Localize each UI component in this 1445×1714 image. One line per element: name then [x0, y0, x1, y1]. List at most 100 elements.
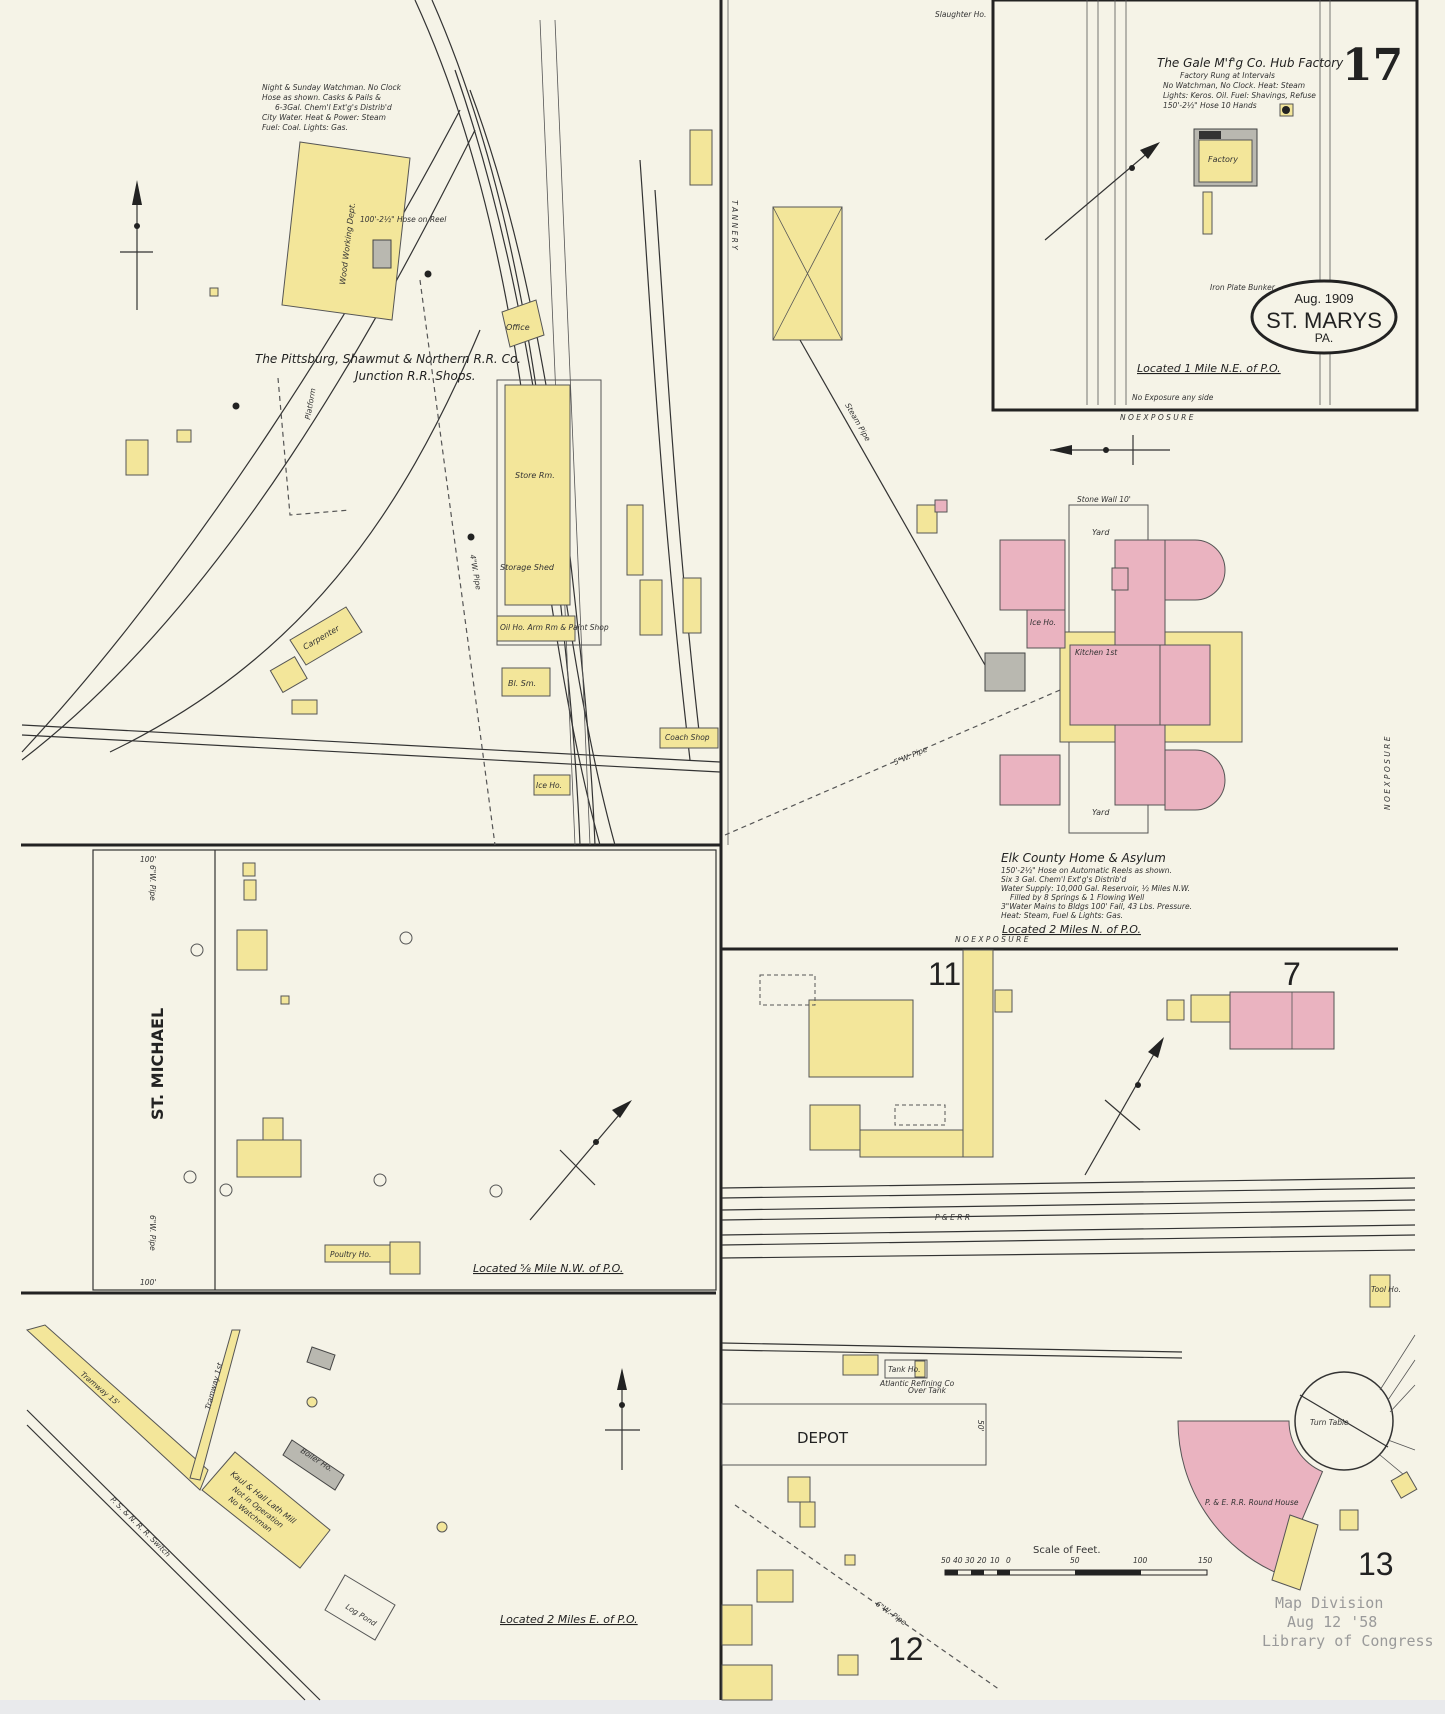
hydrant-icon: [467, 533, 475, 541]
shed-tiny: [209, 287, 219, 297]
small-building: [291, 699, 318, 715]
wood-working-building: [281, 141, 411, 321]
tree-icon: [399, 931, 413, 945]
tree-icon: [190, 943, 204, 957]
gale-factory-section: The Gale M'f'g Co. Hub Factory Factory R…: [935, 0, 1403, 405]
tree-icon: [183, 1170, 197, 1184]
water-pipe: [724, 689, 1061, 836]
slaughter-label: Slaughter Ho.: [935, 10, 986, 19]
atlantic-sub-label: Over Tank: [908, 1386, 947, 1395]
building-11-shed: [859, 1129, 966, 1158]
block-7: 7: [1283, 956, 1301, 992]
dwelling: [721, 1604, 753, 1646]
narrow-shed: [626, 504, 644, 576]
page-number: 17: [1342, 40, 1403, 91]
scale-tick: 20: [977, 1556, 987, 1565]
pittsburg-note-1: Hose as shown. Casks & Pails &: [262, 93, 381, 102]
scale-tick: 30: [965, 1556, 975, 1565]
north-arrow-icon: [120, 180, 153, 310]
shed: [280, 995, 290, 1005]
dwelling: [787, 1476, 811, 1503]
shed: [994, 989, 1013, 1013]
dashed-outline: [894, 1104, 946, 1126]
railroad-tracks: [21, 0, 721, 846]
scale-tick: 100: [1133, 1556, 1148, 1565]
depot-label: DEPOT: [797, 1429, 849, 1447]
yard-top-label: Yard: [1092, 528, 1110, 537]
pittsburg-note-4: Fuel: Coal. Lights: Gas.: [262, 123, 348, 132]
exposure-bottom: N O E X P O S U R E: [955, 935, 1029, 944]
gale-located: Located 1 Mile N.E. of P.O.: [1137, 362, 1281, 375]
tank: [914, 1360, 926, 1378]
blacksmith-label: Bl. Sm.: [508, 679, 536, 688]
small-shed: [1339, 1509, 1359, 1531]
office-label: Office: [506, 323, 530, 332]
scale-tick: 50: [1070, 1556, 1080, 1565]
stamp-line-1: Aug 12 '58: [1287, 1613, 1377, 1631]
platform-outline: [277, 377, 351, 516]
iron-bunker: [1202, 191, 1213, 235]
elk-note-1: Six 3 Gal. Chem'l Ext'g's Distrib'd: [1001, 875, 1127, 884]
elk-note-3: Filled by 8 Springs & 1 Flowing Well: [1010, 893, 1145, 902]
dwelling-top: [689, 129, 713, 186]
yard-bottom-label: Yard: [1092, 808, 1110, 817]
shed: [844, 1554, 856, 1566]
panel-frames: [21, 0, 1419, 1700]
coach-shop: [659, 727, 719, 749]
office-building: [501, 299, 545, 348]
ice-house-elk-label: Ice Ho.: [1030, 618, 1056, 627]
boiler-house: [984, 652, 1026, 692]
wall-label: Stone Wall 10': [1077, 495, 1131, 504]
shed-right: [682, 577, 702, 634]
exposure-side: N O E X P O S U R E: [1383, 736, 1392, 810]
tool-house: [1369, 1274, 1391, 1308]
tramway: [26, 1324, 209, 1491]
gale-factory-label: Factory: [1208, 155, 1238, 164]
exposure-top: N O E X P O S U R E: [1120, 413, 1194, 422]
pipe-bottom: 6"W. Pipe: [148, 1215, 157, 1251]
tree-icon: [489, 1184, 503, 1198]
kitchen-label: Kitchen 1st: [1075, 648, 1118, 657]
shed-outline: [496, 379, 602, 646]
st-michael-section: ST. MICHAEL 100' 100' 6"W. Pipe 6"W. Pip…: [92, 849, 717, 1291]
width-top: 100': [140, 855, 156, 864]
small-shed: [1390, 1471, 1418, 1499]
bunker-label: Iron Plate Bunker: [1210, 283, 1276, 292]
shed: [842, 1354, 879, 1376]
scale-bar: Scale of Feet. 50 40 30 20 10 0 50 100 1…: [941, 1545, 1213, 1576]
elk-county-section: N O E X P O S U R E N O E X P O S U R E …: [724, 0, 1392, 944]
lath-mill-located: Located 2 Miles E. of P.O.: [500, 1613, 638, 1626]
oil-house-label: Oil Ho. Arm Rm & Paint Shop: [500, 623, 609, 632]
pittsburg-subcaption: Junction R.R. Shops.: [353, 369, 476, 383]
scale-tick: 0: [1006, 1556, 1011, 1565]
hydrant-icon: [424, 270, 432, 278]
scale-tick: 40: [953, 1556, 963, 1565]
gale-note-3: 150'-2½" Hose 10 Hands: [1163, 101, 1257, 110]
library-stamp: Map Division Aug 12 '58 Library of Congr…: [1262, 1594, 1434, 1650]
roundhouse-label: P. & E. R.R. Round House: [1205, 1498, 1299, 1507]
north-arrow-icon: [1084, 1037, 1164, 1176]
atlantic-label: Atlantic Refining Co: [879, 1379, 955, 1388]
depot-width: 50': [976, 1420, 985, 1432]
coach-shop-label: Coach Shop: [665, 733, 710, 742]
hose-reel-label: 100'-2½" Hose on Reel: [360, 215, 447, 224]
scale-tick: 150: [1198, 1556, 1213, 1565]
store-room-building: [504, 384, 571, 606]
elk-located: Located 2 Miles N. of P.O.: [1002, 923, 1141, 936]
dashed-outline: [759, 974, 816, 1006]
shed: [242, 862, 256, 877]
dwelling: [721, 1664, 773, 1701]
boiler-house: [282, 1439, 345, 1491]
st-michael-label: ST. MICHAEL: [148, 1008, 167, 1120]
dwelling-left: [125, 439, 149, 476]
pittsburg-note-2: 6-3Gal. Chem'l Ext'g's Distrib'd: [275, 103, 392, 112]
building-11-south: [809, 1104, 861, 1151]
chapel-north: [1164, 539, 1226, 601]
dwelling-wing: [799, 1501, 816, 1528]
gale-note-1: No Watchman, No Clock. Heat: Steam: [1163, 81, 1305, 90]
oil-house: [496, 615, 576, 642]
blacksmith-shop: [501, 667, 551, 697]
gale-note-0: Factory Rung at Intervals: [1180, 71, 1275, 80]
stamp-line-0: Map Division: [1275, 1594, 1383, 1612]
poultry-label: Poultry Ho.: [330, 1250, 371, 1259]
